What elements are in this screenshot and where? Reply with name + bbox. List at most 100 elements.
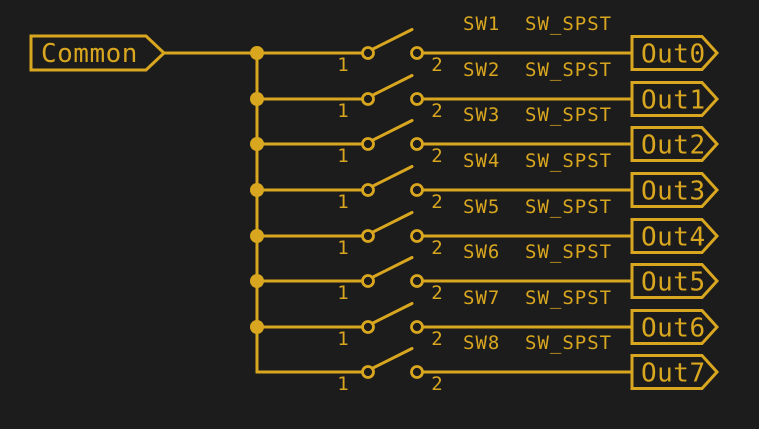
pin1-number: 1 [337,54,348,76]
out-label-text[interactable]: Out7 [641,359,706,389]
switch-symbol[interactable]: 1 2 SW5 SW_SPST [337,196,612,259]
switch-symbol[interactable]: 1 2 SW6 SW_SPST [337,241,612,304]
switch-value[interactable]: SW_SPST [525,150,612,172]
switch-pin2-circle[interactable] [410,320,424,334]
pin2-number: 2 [431,282,442,304]
switch-row: 1 2 SW2 SW_SPST Out1 [250,59,720,122]
switch-pin2-circle[interactable] [410,274,424,288]
pin1-number: 1 [337,237,348,259]
switch-value[interactable]: SW_SPST [525,332,612,354]
out-label-outline[interactable] [630,263,720,299]
pin1-number: 1 [337,328,348,350]
switch-lever[interactable] [371,119,414,142]
out-label-text[interactable]: Out6 [641,314,706,344]
out-label-text[interactable]: Out4 [641,223,706,253]
switch-value[interactable]: SW_SPST [525,196,612,218]
switch-pin1-circle[interactable] [361,274,375,288]
junction-dot[interactable] [250,46,264,60]
switch-row: 1 2 SW3 SW_SPST Out2 [250,104,720,167]
common-label-outline[interactable] [29,34,167,72]
switch-pin1-circle[interactable] [361,46,375,60]
out-label-text[interactable]: Out2 [641,131,706,161]
junction-dot[interactable] [250,229,264,243]
switch-lever[interactable] [371,211,414,234]
hierarchical-label-out[interactable]: Out3 [630,172,720,208]
pin2-number: 2 [431,191,442,213]
out-label-outline[interactable] [630,81,720,117]
out-label-text[interactable]: Out1 [641,86,706,116]
switch-pin2-circle[interactable] [410,365,424,379]
switch-pin1-circle[interactable] [361,320,375,334]
switch-pin2-circle[interactable] [410,92,424,106]
junction-dot[interactable] [250,92,264,106]
hierarchical-label-out[interactable]: Out0 [630,35,720,71]
out-label-text[interactable]: Out3 [641,177,706,207]
hierarchical-label-out[interactable]: Out5 [630,263,720,299]
pin1-number: 1 [337,282,348,304]
out-label-outline[interactable] [630,218,720,254]
out-label-outline[interactable] [630,309,720,345]
switch-lever[interactable] [371,28,414,51]
switch-reference[interactable]: SW1 [463,13,500,35]
switch-symbol[interactable]: 1 2 SW4 SW_SPST [337,150,612,213]
switch-symbol[interactable]: 1 2 SW3 SW_SPST [337,104,612,167]
pin1-number: 1 [337,191,348,213]
pin1-number: 1 [337,373,348,395]
switch-symbol[interactable]: 1 2 SW7 SW_SPST [337,287,612,350]
out-label-outline[interactable] [630,172,720,208]
junction-dot[interactable] [250,274,264,288]
junction-dot[interactable] [250,137,264,151]
hierarchical-label-out[interactable]: Out6 [630,309,720,345]
switch-pin1-circle[interactable] [361,92,375,106]
switch-lever[interactable] [371,302,414,325]
switch-value[interactable]: SW_SPST [525,104,612,126]
hierarchical-label-common[interactable]: Common [29,34,167,72]
switch-value[interactable]: SW_SPST [525,13,612,35]
switch-reference[interactable]: SW6 [463,241,500,263]
switch-reference[interactable]: SW5 [463,196,500,218]
hierarchical-label-out[interactable]: Out2 [630,126,720,162]
common-label-text[interactable]: Common [41,39,138,69]
switch-pin1-circle[interactable] [361,183,375,197]
out-label-outline[interactable] [630,354,720,390]
switch-lever[interactable] [371,347,414,370]
switch-lever[interactable] [371,256,414,279]
switch-pin2-circle[interactable] [410,46,424,60]
pin1-number: 1 [337,145,348,167]
switch-symbol[interactable]: 1 2 SW8 SW_SPST [337,332,612,395]
pin2-number: 2 [431,373,442,395]
switch-pin2-circle[interactable] [410,183,424,197]
switch-pin2-circle[interactable] [410,137,424,151]
switch-pin1-circle[interactable] [361,137,375,151]
junction-dot[interactable] [250,320,264,334]
switch-reference[interactable]: SW3 [463,104,500,126]
switch-symbol[interactable]: 1 2 SW2 SW_SPST [337,59,612,122]
switch-row: 1 2 SW6 SW_SPST Out5 [250,241,720,304]
switch-reference[interactable]: SW2 [463,59,500,81]
hierarchical-label-out[interactable]: Out1 [630,81,720,117]
switch-symbol[interactable]: 1 2 SW1 SW_SPST [337,13,612,76]
switch-row: 1 2 SW5 SW_SPST Out4 [250,196,720,259]
switch-pin2-circle[interactable] [410,229,424,243]
switch-reference[interactable]: SW8 [463,332,500,354]
out-label-outline[interactable] [630,126,720,162]
hierarchical-label-out[interactable]: Out4 [630,218,720,254]
out-label-text[interactable]: Out5 [641,268,706,298]
pin2-number: 2 [431,100,442,122]
pin2-number: 2 [431,145,442,167]
junction-dot[interactable] [250,183,264,197]
pin2-number: 2 [431,328,442,350]
out-label-outline[interactable] [630,35,720,71]
switch-value[interactable]: SW_SPST [525,287,612,309]
switch-value[interactable]: SW_SPST [525,59,612,81]
out-label-text[interactable]: Out0 [641,40,706,70]
switch-pin1-circle[interactable] [361,365,375,379]
switch-lever[interactable] [371,74,414,97]
hierarchical-label-out[interactable]: Out7 [630,354,720,390]
switch-reference[interactable]: SW7 [463,287,500,309]
switch-reference[interactable]: SW4 [463,150,500,172]
switch-pin1-circle[interactable] [361,229,375,243]
switch-value[interactable]: SW_SPST [525,241,612,263]
switch-lever[interactable] [371,165,414,188]
